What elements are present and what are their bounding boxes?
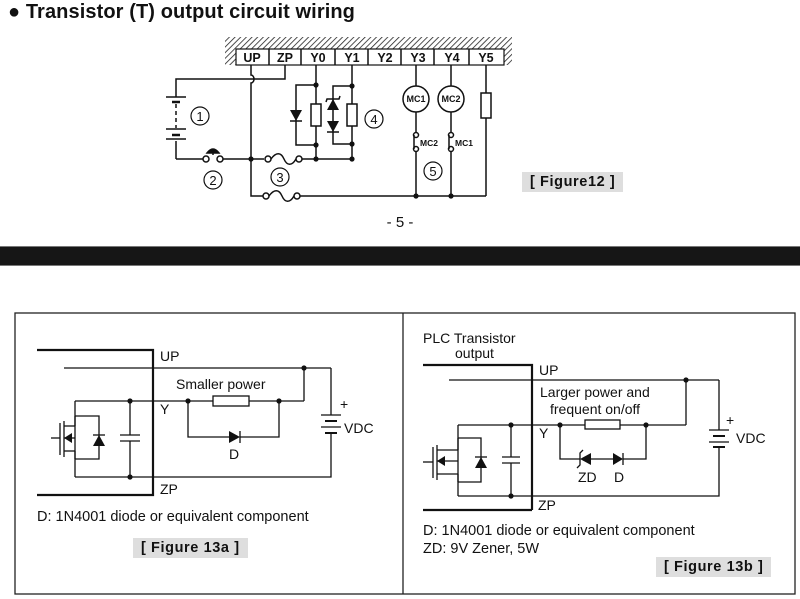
coil-mc2-label: MC2	[441, 94, 460, 104]
fuse-icon	[262, 190, 486, 202]
terminal-up: UP	[243, 51, 260, 65]
section-heading: ● Transistor (T) output circuit wiring	[8, 0, 355, 24]
figure-13-frame	[14, 312, 796, 595]
fuse-icon	[251, 153, 352, 165]
terminal-y2: Y2	[377, 51, 392, 65]
figure-13a	[37, 348, 341, 497]
fig13b-plus-label: +	[726, 412, 734, 428]
callout-1: 1	[196, 109, 203, 124]
fig13b-up-label: UP	[539, 362, 558, 378]
contact-mc1-label: MC1	[455, 138, 473, 148]
fig13b-vdc-label: VDC	[736, 430, 766, 446]
diode-icon	[229, 431, 240, 443]
figure-13b	[423, 363, 729, 512]
fig13a-up-label: UP	[160, 348, 179, 364]
y4-coil-branch	[437, 65, 465, 199]
y3-coil-branch	[402, 65, 430, 199]
fig13b-load-line2: frequent on/off	[550, 401, 640, 417]
transistor-icon	[423, 425, 487, 496]
figure13b-caption: [ Figure 13b ]	[656, 557, 772, 577]
up-wire	[250, 65, 263, 197]
contact-mc2-label: MC2	[420, 138, 438, 148]
zener-diode-icon	[580, 453, 591, 465]
fig13b-note-d: D: 1N4001 diode or equivalent component	[423, 523, 695, 539]
plc-boundary	[423, 363, 534, 510]
page-separator-band	[0, 246, 800, 266]
callout-3-circle	[270, 167, 290, 187]
terminal-y5: Y5	[478, 51, 493, 65]
fig13b-title-line1: PLC Transistor	[423, 330, 516, 346]
bullet-icon: ●	[8, 1, 26, 23]
callout-4: 4	[370, 112, 377, 127]
figure12-caption: [ Figure12 ]	[522, 172, 624, 192]
capacitor-icon	[120, 401, 140, 477]
fig13b-load-line1: Larger power and	[540, 384, 650, 400]
callout-3: 3	[276, 170, 283, 185]
fig13b-zp-label: ZP	[538, 497, 556, 513]
fig13a-zp-label: ZP	[160, 481, 178, 497]
terminal-strip	[235, 48, 505, 66]
terminal-y3: Y3	[410, 51, 425, 65]
y5-load	[480, 65, 492, 196]
fig13a-y-label: Y	[160, 401, 170, 417]
fig13b-title-line2: output	[455, 345, 494, 361]
coil-mc1-label: MC1	[406, 94, 425, 104]
fig13b-zener-label: ZD	[578, 469, 597, 485]
diode-icon	[613, 453, 623, 465]
callout-1-circle	[190, 106, 210, 126]
transistor-icon	[51, 401, 105, 477]
fig13a-vdc-label: VDC	[344, 420, 374, 436]
capacitor-icon	[502, 425, 520, 496]
load-resistor	[212, 395, 250, 407]
terminal-y0: Y0	[310, 51, 325, 65]
callout-5: 5	[429, 164, 436, 179]
page-number: - 5 -	[386, 214, 414, 231]
fig13a-load-label: Smaller power	[176, 376, 266, 392]
fig13b-note-zd: ZD: 9V Zener, 5W	[423, 541, 539, 557]
terminal-y4: Y4	[444, 51, 459, 65]
terminal-zp: ZP	[277, 51, 293, 65]
terminal-y1: Y1	[344, 51, 359, 65]
callout-5-circle	[423, 161, 443, 181]
figure13a-caption: [ Figure 13a ]	[133, 538, 248, 558]
figure-12: UP ZP Y0 Y1 Y2 Y3 Y4 Y5	[166, 37, 512, 202]
load-resistor	[584, 419, 621, 430]
plc-boundary	[37, 348, 155, 497]
fig13a-diode-label: D	[229, 446, 239, 462]
callout-2: 2	[209, 173, 216, 188]
callout-2-circle	[203, 170, 223, 190]
heading-text: Transistor (T) output circuit wiring	[25, 1, 356, 23]
fig13b-y-label: Y	[539, 425, 549, 441]
fig13a-plus-label: +	[340, 396, 348, 412]
zp-wire	[175, 65, 286, 97]
callouts	[190, 106, 443, 190]
y1-protection-circuit	[325, 65, 358, 162]
battery-icon	[166, 96, 203, 160]
fig13a-note-d: D: 1N4001 diode or equivalent component	[37, 509, 309, 525]
y0-protection-circuit	[290, 65, 322, 159]
callout-4-circle	[364, 109, 384, 129]
push-button-icon	[202, 148, 251, 163]
fig13b-diode-label: D	[614, 469, 624, 485]
